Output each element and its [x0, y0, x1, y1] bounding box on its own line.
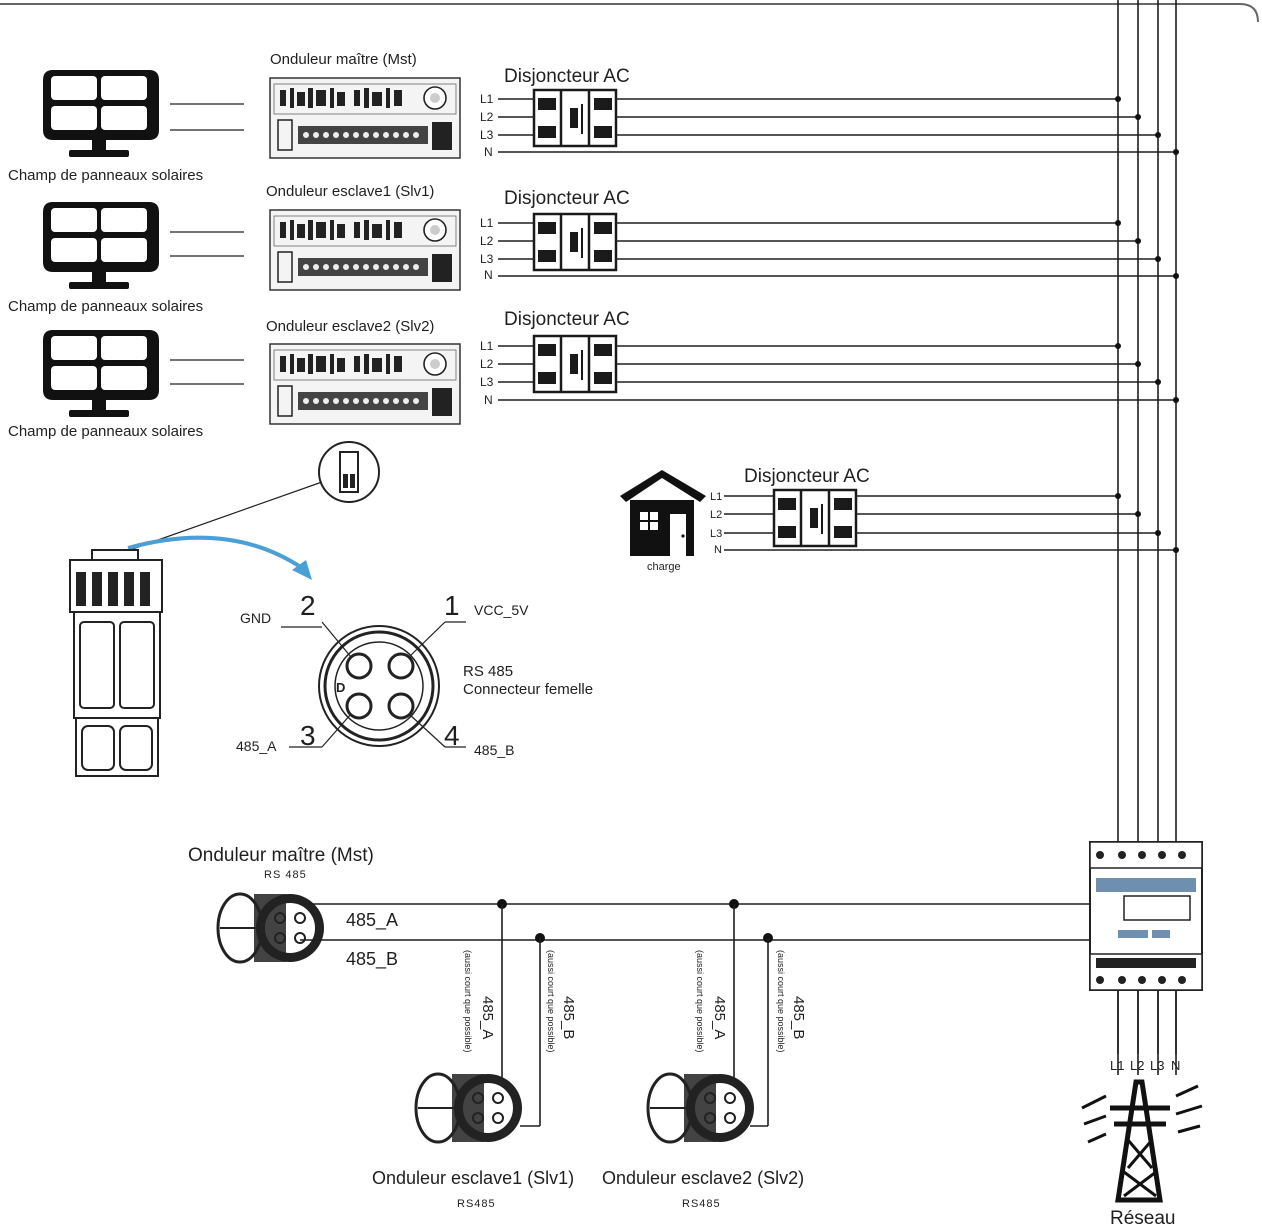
breaker-icon: [532, 212, 618, 272]
pin2-label: GND: [240, 610, 271, 626]
line-label-l1: L1: [480, 92, 494, 106]
connector-title-line1: RS 485: [463, 663, 513, 680]
house-icon: [620, 470, 706, 556]
solar-panel-icon: [43, 330, 159, 417]
frame-border: [0, 3, 1259, 23]
inverter-title: Onduleur esclave1 (Slv1): [266, 183, 434, 200]
line-label-l1: L1: [710, 491, 722, 503]
meter-terminal-l3: L3: [1150, 1058, 1164, 1073]
breaker-title: Disjoncteur AC: [504, 66, 630, 87]
breaker-title: Disjoncteur AC: [504, 309, 630, 330]
line-label-l2: L2: [480, 357, 494, 371]
panel-label: Champ de panneaux solaires: [8, 167, 203, 184]
pin-number-3: 3: [300, 720, 316, 751]
breaker-title: Disjoncteur AC: [744, 466, 870, 487]
slave2-plug-icon: [646, 1072, 756, 1144]
svg-text:D: D: [336, 680, 345, 695]
solar-panel-icon: [43, 202, 159, 289]
master-sub: RS 485: [264, 869, 307, 881]
line-label-l3: L3: [480, 252, 494, 266]
inverter-title: Onduleur esclave2 (Slv2): [266, 318, 434, 335]
line-label-l1: L1: [480, 216, 494, 230]
line-label-l3: L3: [480, 128, 494, 142]
drop-note: (aussi court que possible): [695, 950, 705, 1053]
bus-line-a: 485_A: [346, 910, 398, 931]
pin3-label: 485_A: [236, 738, 277, 754]
drop-label-a: 485_A: [711, 996, 728, 1039]
rs485-bus: Onduleur maître (Mst) RS 485 485_A 485_B…: [188, 845, 1138, 1210]
drop-label-a: 485_A: [479, 996, 496, 1039]
line-label-l2: L2: [480, 234, 494, 248]
inverter-icon: [269, 209, 461, 291]
meter-terminal-l2: L2: [1130, 1058, 1144, 1073]
meter-terminal-n: N: [1171, 1058, 1180, 1073]
slave2-title: Onduleur esclave2 (Slv2): [602, 1168, 804, 1188]
power-pylon-icon: [1081, 1079, 1203, 1203]
breaker-icon: [532, 88, 618, 148]
line-label-n: N: [484, 393, 493, 407]
drop-note: (aussi court que possible): [546, 950, 556, 1053]
drop-label-b: 485_B: [560, 996, 577, 1039]
inverter-row-slave2: Champ de panneaux solaires Onduleur escl…: [8, 309, 1179, 440]
rs485-female-connector-face: D: [318, 621, 446, 748]
inverter-icon: [269, 343, 461, 425]
master-title: Onduleur maître (Mst): [188, 845, 374, 866]
pin-number-2: 2: [300, 590, 316, 621]
breaker-icon: [532, 334, 618, 394]
line-label-n: N: [484, 268, 493, 282]
drop-note: (aussi court que possible): [776, 950, 786, 1053]
connector-detail: D 2 1 3 4 GND VCC_5V 485_A 485_B RS 485 …: [69, 441, 593, 777]
line-label-l2: L2: [710, 509, 722, 521]
slave1-title: Onduleur esclave1 (Slv1): [372, 1168, 574, 1188]
pin4-label: 485_B: [474, 742, 514, 758]
drop-label-b: 485_B: [790, 996, 807, 1039]
bus-line-b: 485_B: [346, 949, 398, 970]
meter-terminal-l1: L1: [1110, 1058, 1124, 1073]
load-branch: charge Disjoncteur AC L1 L2 L3 N: [620, 466, 1179, 573]
panel-label: Champ de panneaux solaires: [8, 423, 203, 440]
energy-meter-icon: [1089, 841, 1203, 991]
inverter-row-master: Champ de panneaux solaires Onduleur maît…: [8, 51, 1179, 184]
line-label-l3: L3: [710, 528, 722, 540]
solar-panel-icon: [43, 70, 159, 157]
breaker-title: Disjoncteur AC: [504, 188, 630, 209]
panel-label: Champ de panneaux solaires: [8, 298, 203, 315]
line-label-n: N: [714, 544, 722, 556]
pin1-label: VCC_5V: [474, 602, 529, 618]
plug-icon: [69, 549, 163, 777]
connector-title-line2: Connecteur femelle: [463, 681, 593, 698]
line-label-l2: L2: [480, 110, 494, 124]
line-label-l1: L1: [480, 339, 494, 353]
slave1-plug-icon: [414, 1072, 524, 1144]
drop-note: (aussi court que possible): [463, 950, 473, 1053]
pin-number-1: 1: [444, 590, 460, 621]
line-label-n: N: [484, 145, 493, 159]
arrow-icon: [127, 535, 304, 570]
inverter-icon: [269, 77, 461, 159]
inverter-title: Onduleur maître (Mst): [270, 51, 417, 68]
load-label: charge: [647, 561, 681, 573]
pin-number-4: 4: [444, 720, 460, 751]
slave1-sub: RS485: [457, 1198, 496, 1210]
slave2-sub: RS485: [682, 1198, 721, 1210]
breaker-icon: [772, 488, 858, 548]
line-label-l3: L3: [480, 375, 494, 389]
inverter-row-slave1: Champ de panneaux solaires Onduleur escl…: [8, 183, 1179, 315]
grid-label: Réseau: [1110, 1208, 1176, 1229]
